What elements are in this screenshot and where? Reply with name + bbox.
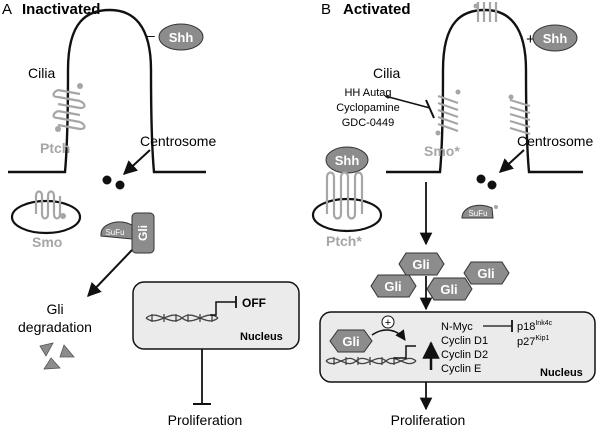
vesicle-a (10, 199, 82, 235)
panel-a-title: Inactivated (22, 1, 100, 18)
centrosome-label-a: Centrosome (140, 133, 216, 149)
p27-label: p27Kip1 (517, 335, 549, 348)
centriole-dot (487, 180, 497, 190)
ptch-label-a: Ptch (40, 140, 70, 156)
gli-degradation-line2: degradation (18, 319, 92, 335)
plus-circle-label: + (385, 317, 391, 329)
gli-label-b2: Gli (477, 266, 494, 281)
panel-b-title: Activated (343, 1, 411, 18)
inhibition-line-b (384, 95, 431, 109)
sufu-protein-a (100, 221, 133, 240)
smo-receptor-a (34, 190, 66, 220)
ptch-receptor-cilium (508, 94, 531, 136)
ptch-label-b: Ptch* (326, 233, 362, 249)
smo-label-a: Smo (32, 234, 62, 250)
centrosome-label-b: Centrosome (517, 133, 593, 149)
gli-label-b4: Gli (440, 282, 457, 297)
target-gene-2: Cyclin D1 (441, 335, 488, 347)
shh-label-b: Shh (543, 31, 568, 46)
nucleus-label-b: Nucleus (540, 367, 583, 379)
shh-bound-label: Shh (335, 153, 360, 168)
panel-b: B Activated Cilia + Shh HH Autag Cyclopa… (311, 1, 596, 428)
gli-label-b1: Gli (412, 257, 429, 272)
cilia-label-b: Cilia (373, 65, 400, 81)
panel-b-letter: B (321, 1, 331, 18)
positive-regulation-circle (381, 315, 395, 329)
inhibitor-3: GDC-0449 (342, 117, 395, 129)
centrosome-arrow-a (122, 149, 151, 175)
centriole-dot (115, 180, 125, 190)
dna-helix-a (145, 314, 219, 322)
gli-protein-b2 (463, 261, 510, 285)
centriole-dot (102, 175, 112, 185)
promoter-line-a (210, 301, 236, 316)
gli-degradation-line1: Gli (46, 301, 63, 317)
gli-protein-b1 (398, 252, 445, 276)
minus-sign: – (147, 27, 155, 43)
inhibition-bar-b (425, 99, 435, 119)
degraded-fragments (39, 342, 75, 370)
promoter-line-b (394, 345, 416, 359)
gli-label-nucleus: Gli (342, 334, 359, 349)
sufu-label-a: SuFu (105, 228, 124, 237)
activation-curve (371, 329, 406, 341)
sufu-label-b: SuFu (468, 209, 487, 218)
cilia-label-a: Cilia (28, 65, 55, 81)
degradation-arrow (87, 249, 133, 298)
gli-protein-b3 (370, 274, 417, 298)
cilium-membrane-a (8, 8, 206, 174)
gli-protein-nucleus (329, 329, 373, 353)
nucleus-label-a: Nucleus (240, 331, 283, 343)
gli-protein-b4 (426, 277, 473, 301)
panel-a: A Inactivated Cilia Ptch – Shh Centrosom… (2, 1, 300, 428)
target-gene-3: Cyclin D2 (441, 349, 488, 361)
p18-label: p18Ink4c (517, 320, 553, 333)
centriole-dot (476, 174, 486, 184)
panel-a-letter: A (2, 1, 12, 18)
shh-label-a: Shh (169, 30, 194, 45)
inhibitor-1: HH Autag (344, 87, 391, 99)
off-label: OFF (242, 296, 266, 310)
smo-receptor-b (435, 89, 461, 136)
centrosome-arrow-b (498, 149, 525, 173)
gli-label-b3: Gli (384, 279, 401, 294)
shh-ligand-b (532, 24, 578, 52)
ptch-receptor-a (52, 83, 86, 132)
sufu-phospho (494, 205, 498, 209)
dna-helix-b (325, 357, 417, 365)
proliferation-label-b: Proliferation (391, 412, 466, 428)
inhibitor-2: Cyclopamine (336, 102, 400, 114)
proliferation-label-a: Proliferation (168, 412, 243, 428)
ptch-receptor-b (325, 171, 364, 220)
shh-ligand-a (158, 23, 204, 51)
smo-label-b: Smo* (424, 143, 460, 159)
plus-sign: + (526, 31, 535, 48)
gli-label-a: Gli (136, 225, 150, 241)
gli-cluster: Gli Gli Gli Gli (370, 252, 510, 301)
ptch-receptor-tip (473, 2, 498, 22)
target-gene-4: Cyclin E (441, 363, 481, 375)
target-gene-1: N-Myc (441, 321, 473, 333)
sufu-protein-b (461, 204, 494, 219)
gli-protein-a (131, 212, 155, 254)
